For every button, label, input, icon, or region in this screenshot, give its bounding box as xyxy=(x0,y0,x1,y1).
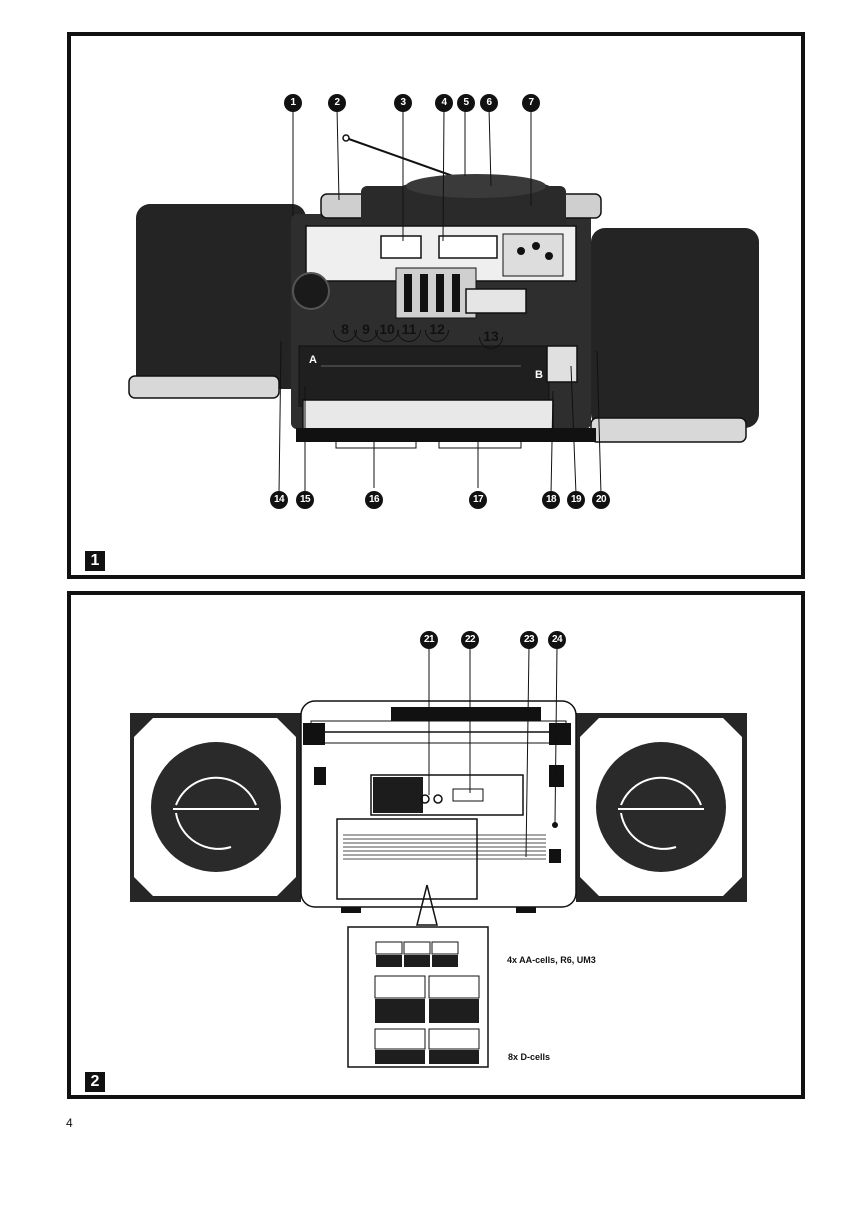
label-13: 13 xyxy=(480,325,502,347)
d-cells-label: 8x D-cells xyxy=(508,1052,550,1062)
callout-20: 20 xyxy=(592,491,610,509)
callout-5: 5 xyxy=(457,94,475,112)
callout-22: 22 xyxy=(461,631,479,649)
callout-14: 14 xyxy=(270,491,288,509)
label-10: 10 xyxy=(376,318,398,340)
callout-7: 7 xyxy=(522,94,540,112)
figure-number: 1 xyxy=(85,551,105,571)
callout-15: 15 xyxy=(296,491,314,509)
callout-19: 19 xyxy=(567,491,585,509)
callout-18: 18 xyxy=(542,491,560,509)
callout-6: 6 xyxy=(480,94,498,112)
callout-3: 3 xyxy=(394,94,412,112)
callout-21: 21 xyxy=(420,631,438,649)
page-number: 4 xyxy=(66,1116,73,1130)
boombox-front-illustration xyxy=(71,36,805,579)
figure-2-panel: 21 22 23 24 4x AA-cells, R6, UM3 8x D-ce… xyxy=(67,591,805,1099)
cassette-label-b: B xyxy=(535,369,543,381)
callout-2: 2 xyxy=(328,94,346,112)
cassette-label-a: A xyxy=(309,354,317,366)
callout-24: 24 xyxy=(548,631,566,649)
callout-1: 1 xyxy=(284,94,302,112)
label-12: 12 xyxy=(426,318,448,340)
figure-number: 2 xyxy=(85,1072,105,1092)
callout-17: 17 xyxy=(469,491,487,509)
label-11: 11 xyxy=(398,318,420,340)
aa-cells-label: 4x AA-cells, R6, UM3 xyxy=(507,955,596,965)
callout-23: 23 xyxy=(520,631,538,649)
callout-16: 16 xyxy=(365,491,383,509)
boombox-rear-illustration xyxy=(71,595,805,1099)
callout-4: 4 xyxy=(435,94,453,112)
figure-1-panel: 1 2 3 4 5 6 7 14 15 16 17 18 19 20 8 9 1… xyxy=(67,32,805,579)
